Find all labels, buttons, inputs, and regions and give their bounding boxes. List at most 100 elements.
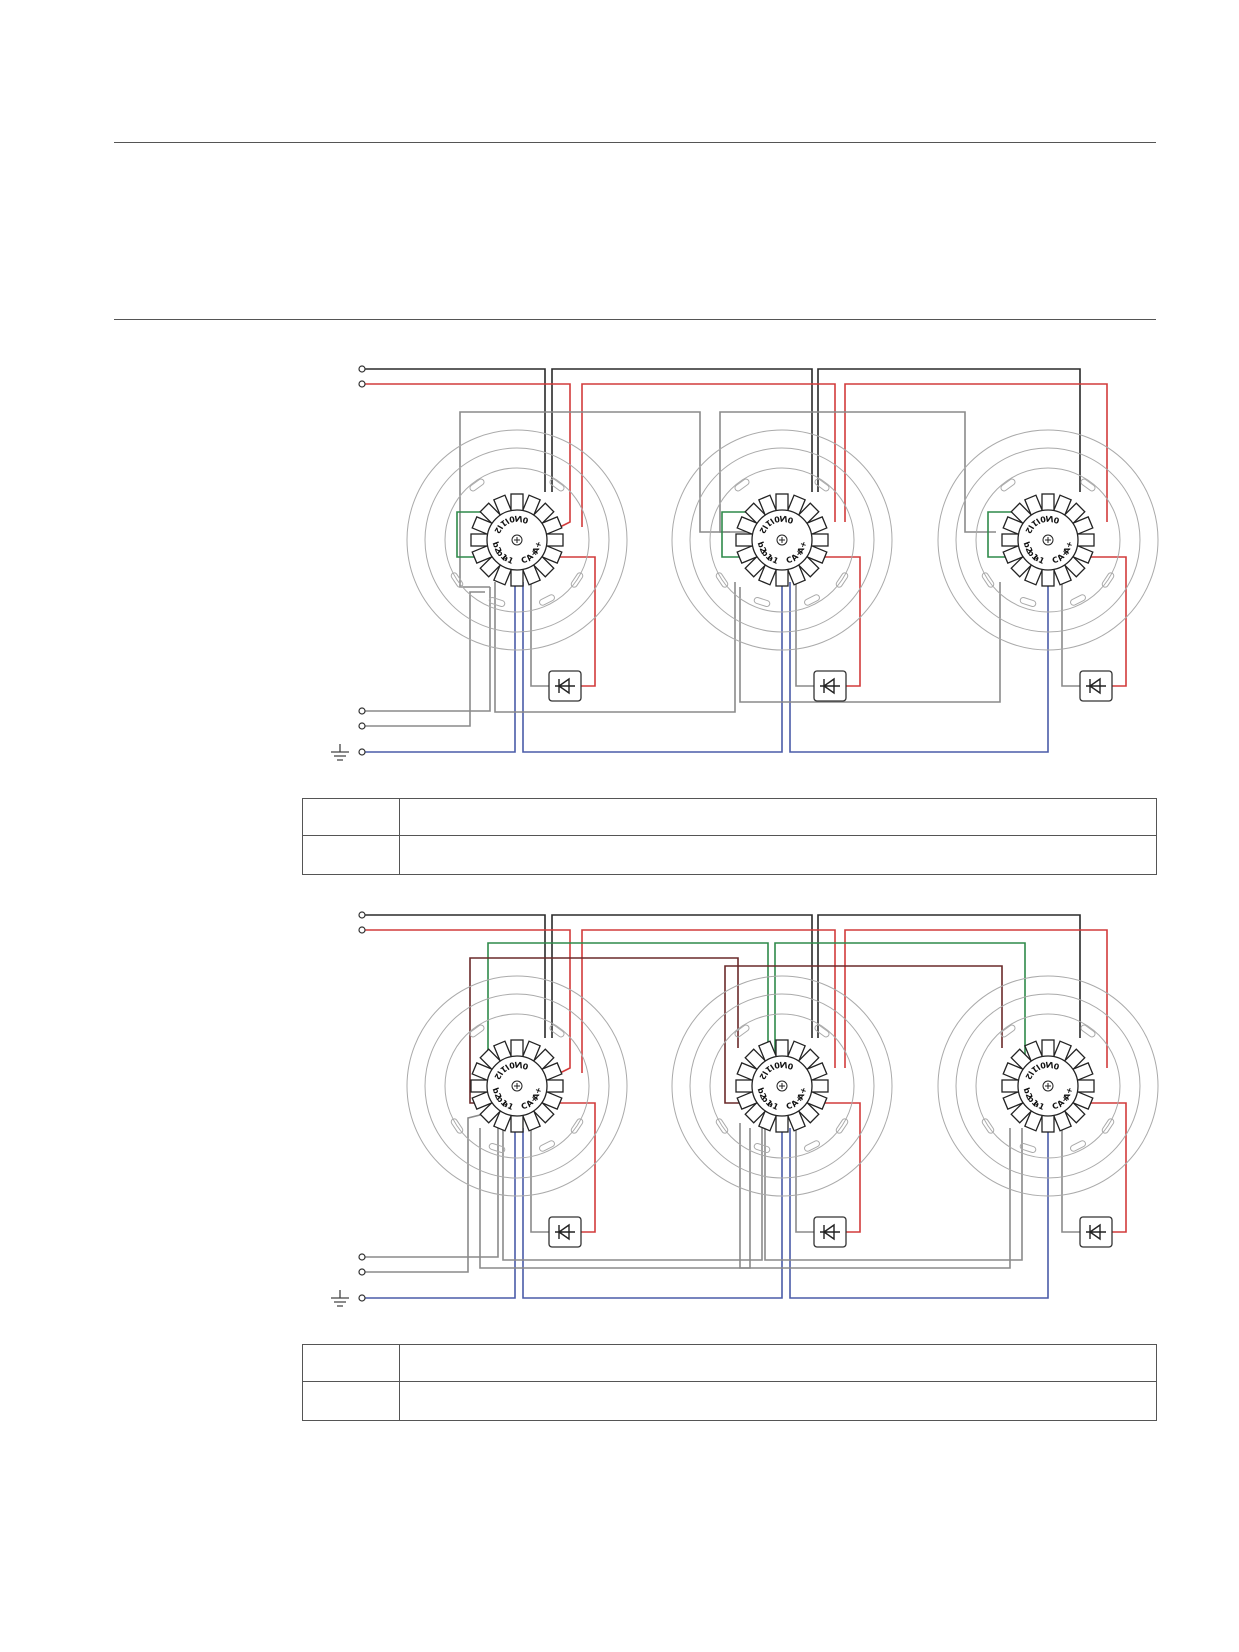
mount-slot [804,1140,820,1152]
mount-slot [753,1142,771,1154]
ground-symbol [331,744,349,761]
mount-slot [1080,478,1096,492]
wire-black [551,914,813,1038]
table-cell [399,798,1157,836]
center-screw-cross [514,1083,520,1089]
terminal-icon [1075,1079,1095,1093]
terminal-label: 0V [515,1059,529,1071]
legend-table-1 [302,798,1157,875]
mount-slot [570,572,584,588]
table-cell [302,835,400,875]
mount-slot [981,1118,995,1134]
terminal-label: A+ [1062,540,1075,555]
diode-icon [548,670,582,702]
table-cell [302,1381,400,1421]
table-row [302,835,1157,875]
diode-symbol [1086,677,1106,695]
terminal-label: l2 [492,523,504,535]
wire-red [820,556,861,687]
header-rule-bottom [114,319,1156,320]
wire-black [362,368,546,492]
terminal-label: a1 [1032,553,1046,566]
wire-black [817,914,1081,1038]
terminal-label: C [785,1101,794,1112]
wire-red [581,929,836,1073]
mount-slot [539,594,555,606]
base-ring [937,429,1159,651]
mount-slot [1000,1024,1016,1038]
wire-gray [362,1128,499,1258]
terminal-label: a1 [766,1099,780,1112]
wire-red [844,929,1108,1068]
terminal-label: C [520,555,529,566]
terminal-label: l2 [1023,1069,1035,1081]
base-ring [975,467,1121,613]
wire-black [817,368,1081,492]
terminal-label: A+ [1062,1086,1075,1101]
mount-slot [814,478,830,492]
terminal-icon [544,1079,564,1093]
base-ring [955,447,1141,633]
terminal-label: a1 [766,553,780,566]
center-screw-cross [779,1083,785,1089]
mount-slot [835,572,849,588]
terminal-icon [735,533,755,547]
terminal-label: l0 [508,1060,518,1070]
terminal-label: C [520,1101,529,1112]
wire-red [1086,556,1127,687]
base-ring [689,447,875,633]
wire-gray [459,411,730,588]
terminal-label: A+ [531,1086,544,1101]
mount-slot [1019,1142,1037,1154]
mount-slot [1101,572,1115,588]
mount-slot [804,594,820,606]
wire-green [487,942,769,1053]
diode-icon [813,670,847,702]
wire-gray [764,1128,1023,1261]
terminal-label: b2 [491,1087,503,1101]
wire-gray [479,1128,751,1269]
table-row [302,1344,1157,1382]
terminal-label: A+ [796,540,809,555]
base-ring [689,993,875,1179]
terminal-icon [510,1039,524,1059]
terminal-icon [358,1253,366,1261]
mount-slot [549,1024,565,1038]
base-ring [406,975,628,1197]
mount-slot [734,478,750,492]
table-cell [399,1381,1157,1421]
wire-red [555,1102,596,1233]
wire-red [1086,1102,1127,1233]
mount-slot [715,1118,729,1134]
terminal-icon [358,911,366,919]
wire-blue [522,582,783,753]
wire-blue [522,1128,783,1299]
terminal-label: a1 [501,553,515,566]
center-screw-cross [1045,537,1051,543]
terminal-label: C [1051,555,1060,566]
center-screw-cross [514,537,520,543]
legend-table-2 [302,1344,1157,1421]
terminal-icon [358,748,366,756]
terminal-label: C [785,555,794,566]
center-screw-cross [1045,1083,1051,1089]
terminal-icon [470,1079,490,1093]
wire-green [456,511,489,558]
table-cell [302,798,400,836]
table-row [302,798,1157,836]
table-cell [399,835,1157,875]
terminal-label: b2 [756,541,768,555]
terminal-label: A+ [531,540,544,555]
wire-gray [795,1123,814,1233]
wire-maroon [469,957,739,1104]
base-ring [406,429,628,651]
terminal-icon [735,1079,755,1093]
mount-slot [981,572,995,588]
diode-icon [1079,1216,1113,1248]
mount-slot [1019,596,1037,608]
terminal-icon [1041,1039,1055,1059]
base-ring [975,1013,1121,1159]
